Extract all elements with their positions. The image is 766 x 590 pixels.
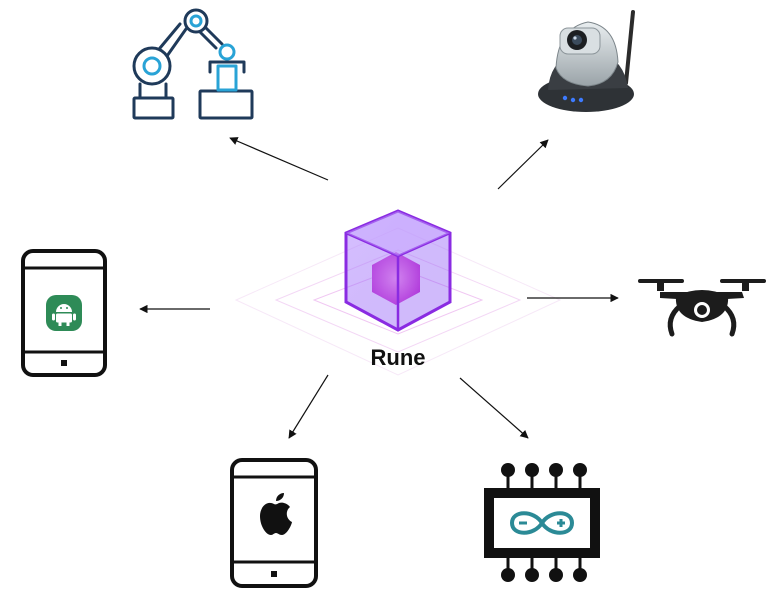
arduino-icon <box>509 511 575 535</box>
connections <box>139 137 619 439</box>
arrow-to-ios-phone <box>288 374 329 439</box>
arrow-to-arduino <box>459 377 529 439</box>
platform-grid <box>234 227 562 376</box>
arduino-board-icon <box>484 463 600 582</box>
cube-icon <box>344 209 452 332</box>
apple-icon <box>260 493 292 535</box>
arrow-to-camera <box>497 139 549 190</box>
robot-arm-icon <box>132 8 254 120</box>
arrow-to-robot-arm <box>229 137 329 181</box>
android-phone-icon <box>21 249 107 377</box>
android-icon <box>46 295 82 331</box>
ios-phone-icon <box>230 458 318 588</box>
rune-label: Rune <box>371 345 426 370</box>
drone-icon <box>638 279 766 337</box>
camera-icon <box>538 10 635 112</box>
rune-hub: Rune <box>234 209 562 376</box>
